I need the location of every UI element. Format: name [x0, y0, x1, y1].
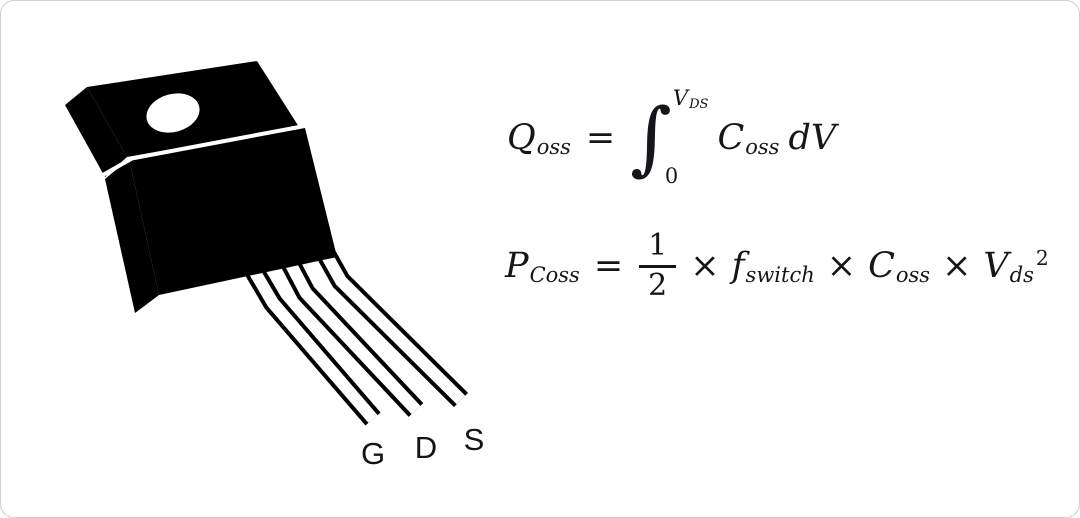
- pcoss-variable: P: [505, 246, 529, 286]
- tab-body-ridge-highlight: [128, 125, 300, 161]
- fraction-numerator: 1: [639, 229, 677, 268]
- upper-limit-subscript: DS: [689, 96, 709, 112]
- pcoss-subscript: Coss: [529, 262, 580, 287]
- coss-subscript: oss: [745, 134, 780, 159]
- mosfet-package-svg: G D S: [65, 61, 485, 471]
- pin-leads-fill: [247, 246, 466, 423]
- multiply-sign-3: ×: [942, 246, 972, 286]
- fraction-denominator: 2: [648, 268, 668, 303]
- pin-label-g: G: [361, 436, 385, 471]
- pin-label-d: D: [415, 430, 437, 465]
- coss-variable: C: [717, 118, 745, 158]
- coss-integrand: Coss: [717, 118, 780, 159]
- package-body-side-face: [105, 159, 159, 313]
- multiply-sign-1: ×: [690, 246, 720, 286]
- qoss-variable: Q: [507, 118, 536, 158]
- vds-subscript: ds: [1009, 262, 1034, 287]
- mosfet-package-illustration: G D S: [41, 46, 501, 476]
- upper-limit-variable: V: [672, 86, 689, 110]
- pin-leg-s: [317, 246, 466, 405]
- integral-upper-limit: VDS: [672, 86, 709, 112]
- equals-sign-2: =: [593, 246, 624, 286]
- vds-exponent: 2: [1035, 245, 1049, 270]
- qoss-lhs: Qoss: [507, 118, 571, 159]
- coss-term: Coss: [868, 246, 931, 287]
- fswitch-variable: f: [731, 246, 745, 286]
- one-half-fraction: 1 2: [639, 229, 677, 303]
- integral-lower-limit: 0: [664, 164, 679, 188]
- fswitch-term: fswitch: [731, 246, 815, 287]
- coss-term-subscript: oss: [895, 262, 931, 287]
- qoss-subscript: oss: [536, 134, 571, 159]
- vds-squared-term: Vds2: [983, 245, 1049, 287]
- pin-label-s: S: [464, 422, 485, 457]
- side-edge-highlight: [95, 157, 132, 181]
- package-tab-side-face: [65, 87, 127, 177]
- package-body-front-face: [129, 128, 337, 295]
- equation-pcoss: PCoss = 1 2 × fswitch × Coss × Vds2: [505, 223, 1049, 309]
- pin-leg-d: [282, 256, 421, 415]
- fswitch-subscript: switch: [745, 262, 815, 287]
- integral-limits: VDS 0: [665, 86, 709, 188]
- equals-sign: =: [585, 118, 616, 158]
- coss-term-variable: C: [868, 246, 895, 286]
- equation-qoss: Qoss = ∫ VDS 0 Coss dV: [507, 85, 836, 191]
- pcoss-lhs: PCoss: [505, 246, 580, 287]
- differential-dv: dV: [788, 118, 837, 158]
- pin-leg-g: [247, 265, 378, 423]
- vds-variable: V: [983, 246, 1009, 286]
- integral-sign: ∫: [630, 91, 672, 185]
- integral-group: ∫ VDS 0: [630, 86, 709, 188]
- mounting-hole: [146, 93, 200, 133]
- multiply-sign-2: ×: [826, 246, 857, 286]
